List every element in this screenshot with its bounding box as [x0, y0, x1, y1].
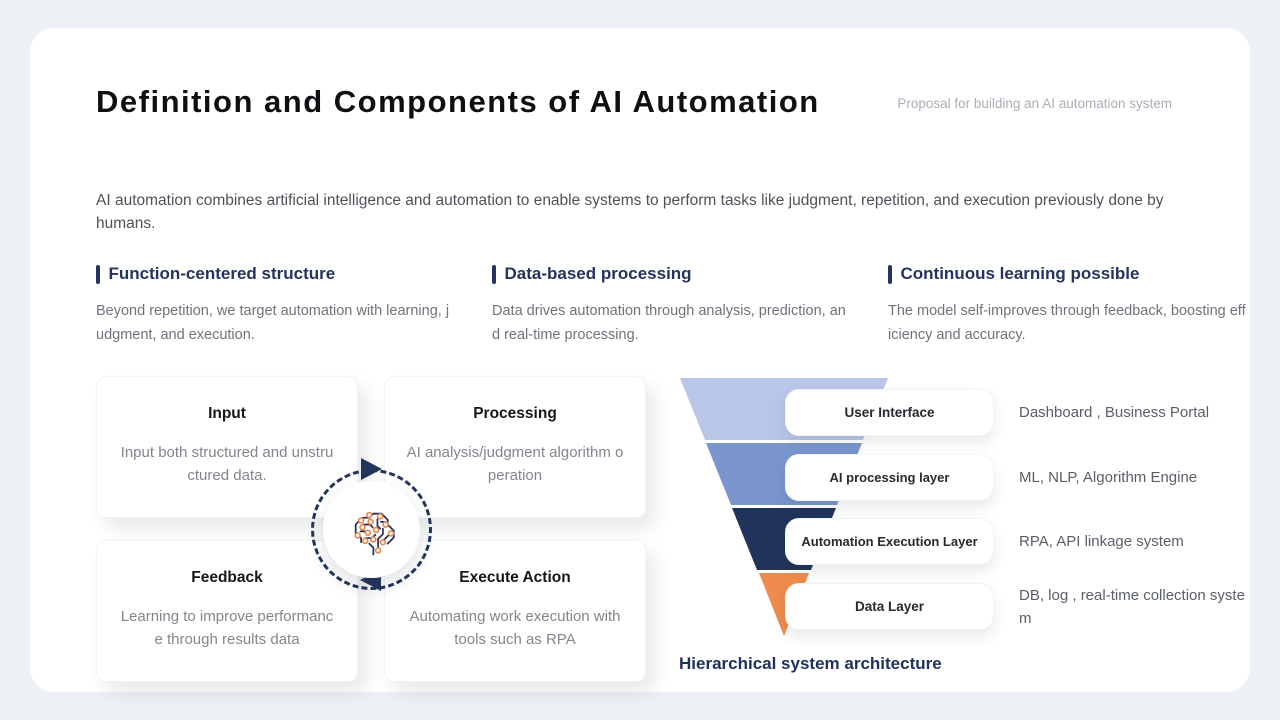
cycle-dashed-ring [311, 469, 432, 590]
layer-label-automation-execution: Automation Execution Layer [785, 518, 994, 565]
cycle-core-circle [323, 481, 420, 578]
card-description: Learning to improve performance through … [120, 608, 334, 648]
architecture-caption: Hierarchical system architecture [679, 654, 942, 673]
card-title: Processing [473, 405, 557, 422]
feature-function-centered: Function-centered structure Beyond repet… [96, 264, 468, 347]
layer-detail-automation-execution: RPA, API linkage system [1019, 533, 1184, 550]
cycle-card-feedback: Feedback Learning to improve performance… [96, 540, 358, 682]
feature-title: Data-based processing [504, 264, 692, 283]
layer-label-ai-processing: AI processing layer [785, 454, 994, 501]
card-title: Execute Action [459, 569, 571, 586]
card-description: Input both structured and unstructured d… [120, 444, 334, 484]
brain-circuit-icon [353, 511, 395, 555]
page-subtitle: Proposal for building an AI automation s… [897, 96, 1172, 111]
heading-accent-bar [96, 264, 100, 284]
layer-label-user-interface: User Interface [785, 389, 994, 436]
layer-detail-ai-processing: ML, NLP, Algorithm Engine [1019, 469, 1198, 486]
feature-data-based: Data-based processing Data drives automa… [492, 264, 864, 347]
feature-title: Continuous learning possible [900, 264, 1140, 283]
page-title: Definition and Components of AI Automati… [96, 84, 820, 119]
card-title: Feedback [191, 569, 263, 586]
layer-detail-data: DB, log , real-time collection system [1019, 586, 1245, 627]
feature-description: Data drives automation through analysis,… [492, 303, 846, 343]
cycle-card-processing: Processing AI analysis/judgment algorith… [384, 376, 646, 518]
card-description: Automating work execution with tools suc… [409, 608, 621, 648]
heading-accent-bar [492, 264, 496, 284]
intro-paragraph: AI automation combines artificial intell… [96, 192, 1164, 232]
feature-continuous-learning: Continuous learning possible The model s… [888, 264, 1260, 347]
feature-heading: Data-based processing [492, 264, 864, 284]
feature-description: The model self-improves through feedback… [888, 303, 1246, 343]
feature-description: Beyond repetition, we target automation … [96, 303, 450, 343]
card-description: AI analysis/judgment algorithm operation [406, 444, 624, 484]
card-title: Input [208, 405, 246, 422]
layer-detail-user-interface: Dashboard , Business Portal [1019, 404, 1210, 421]
feature-heading: Continuous learning possible [888, 264, 1260, 284]
feature-title: Function-centered structure [108, 264, 336, 283]
slide-card: Definition and Components of AI Automati… [30, 28, 1250, 692]
feature-heading: Function-centered structure [96, 264, 468, 284]
cycle-card-input: Input Input both structured and unstruct… [96, 376, 358, 518]
cycle-card-execute-action: Execute Action Automating work execution… [384, 540, 646, 682]
layer-label-data: Data Layer [785, 583, 994, 630]
heading-accent-bar [888, 264, 892, 284]
